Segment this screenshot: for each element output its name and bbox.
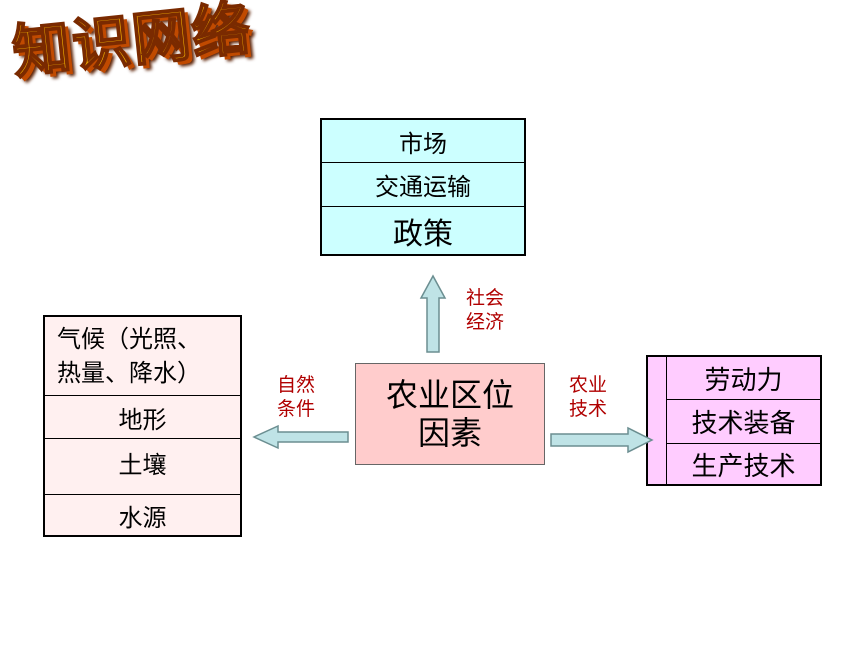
label-up-line-1: 社会 [466, 287, 505, 309]
label-right-line-2: 技术 [569, 398, 608, 420]
label-left-line-2: 条件 [277, 398, 316, 420]
climate-line-2: 热量、降水） [57, 359, 201, 387]
right-box-left-strip [666, 357, 667, 484]
equipment-item: 技术装备 [667, 399, 820, 443]
central-factor-line-1: 农业区位 [385, 376, 514, 414]
agricultural-technology-box: 劳动力 技术装备 生产技术 [646, 355, 822, 486]
transport-item: 交通运输 [322, 162, 524, 206]
arrow-up [419, 274, 447, 353]
label-left-line-1: 自然 [277, 374, 316, 396]
climate-line-1: 气候（光照、 [57, 325, 201, 353]
central-factor-line-2: 因素 [417, 414, 482, 452]
soil-item: 土壤 [45, 438, 240, 494]
production-technology-item: 生产技术 [667, 443, 820, 484]
label-natural-conditions: 自然 条件 [277, 373, 315, 421]
arrow-right [550, 426, 654, 454]
label-up-line-2: 经济 [466, 311, 505, 333]
labor-item: 劳动力 [704, 365, 783, 396]
climate-item: 气候（光照、 热量、降水） [45, 317, 240, 395]
water-source-item: 水源 [45, 494, 240, 535]
social-economic-box: 市场 交通运输 政策 [320, 118, 526, 256]
label-right-line-1: 农业 [569, 374, 608, 396]
policy-item: 政策 [322, 206, 524, 254]
label-social-economic: 社会 经济 [466, 286, 504, 334]
market-item: 市场 [399, 129, 447, 158]
central-factor-box: 农业区位 因素 [355, 363, 545, 465]
label-agricultural-technology: 农业 技术 [569, 373, 607, 421]
terrain-item: 地形 [45, 395, 240, 438]
natural-conditions-box: 气候（光照、 热量、降水） 地形 土壤 水源 [43, 315, 242, 537]
arrow-left [252, 424, 349, 450]
